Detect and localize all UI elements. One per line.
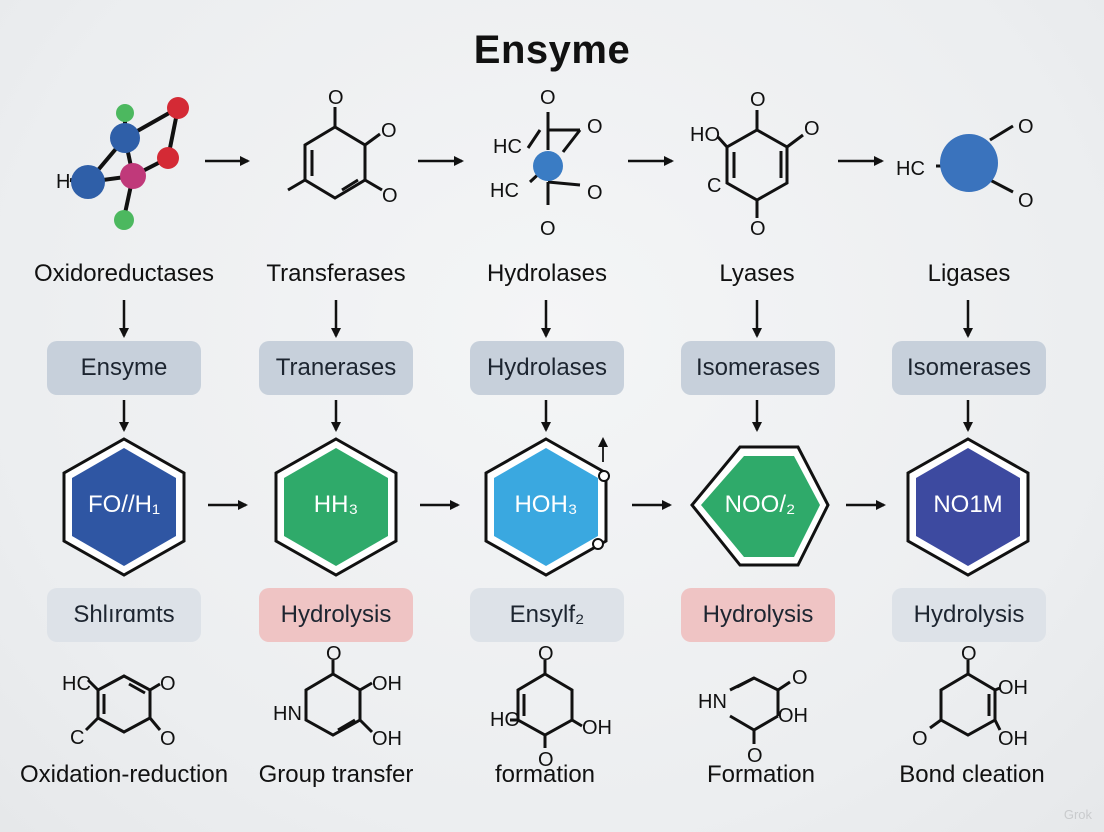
reaction-label-3: formation: [494, 761, 596, 788]
reaction-label-5: Bond cleation: [899, 761, 1045, 788]
atom-label: O: [587, 116, 603, 138]
class-label-lyases: Lyases: [719, 260, 795, 287]
sub-tag-5: Hydrolysis: [892, 588, 1046, 642]
bottom-molecule-3: O HO OH O: [490, 643, 612, 771]
atom-label: O: [750, 89, 766, 111]
atom-label: O: [1018, 116, 1034, 138]
hexagon-2-fill: [284, 448, 388, 566]
atom-label: HC: [62, 673, 91, 695]
atom-label: O: [961, 643, 977, 665]
class-label-oxidoreductases: Oxidoreductases: [33, 260, 215, 287]
atom-label: O: [328, 87, 344, 109]
atom-label: O: [587, 182, 603, 204]
down-arrows-2: [119, 400, 973, 432]
molecule-hydrolases: O HC O HC O O: [490, 87, 603, 240]
atom-label: HC: [896, 158, 925, 180]
atom-label: OH: [582, 717, 612, 739]
atom-label: O: [912, 728, 928, 750]
hexagon-row: [62, 437, 1030, 577]
atom-label: OH: [372, 673, 402, 695]
atom-label: HC: [493, 136, 522, 158]
diagram-title: Ensyme: [473, 28, 631, 72]
atom-label: HN: [698, 691, 727, 713]
watermark: Grok: [1063, 807, 1092, 822]
hexagon-3-fill: [494, 448, 598, 566]
sub-tag-1: Shlırɑmts: [47, 588, 201, 642]
atom-label: HN: [273, 703, 302, 725]
molecule-lyases: HO O O C O: [690, 89, 820, 240]
atom-label: H: [56, 171, 70, 193]
atom-label: C: [70, 727, 84, 749]
molecule-ligases: O HC O: [896, 116, 1034, 212]
atom-label: O: [326, 643, 342, 665]
atom-label: OH: [372, 728, 402, 750]
atom-label: O: [540, 87, 556, 109]
atom-label: O: [792, 667, 808, 689]
atom-label: O: [540, 218, 556, 240]
atom-label: O: [747, 745, 763, 767]
class-label-ligases: Ligases: [927, 260, 1011, 287]
hexagon-label-4: NOO/₂: [724, 491, 796, 518]
hexagon-4-fill: [701, 456, 820, 557]
hexagon-5-fill: [916, 448, 1020, 566]
molecule-oxidoreductases: H: [56, 97, 189, 230]
atom-label: O: [382, 185, 398, 207]
atom-label: O: [160, 673, 176, 695]
tag-4: Isomerases: [681, 341, 835, 395]
sub-tag-4: Hydrolysis: [681, 588, 835, 642]
reaction-label-4: Formation: [706, 761, 816, 788]
tag-1: Ensyme: [47, 341, 201, 395]
reaction-label-1: Oxidation-reduction: [19, 761, 229, 788]
hexagon-label-3: HOH₃: [514, 491, 578, 518]
sub-tag-2: Hydrolysis: [259, 588, 413, 642]
bottom-molecule-5: O OH O OH: [912, 643, 1028, 750]
hexagon-1-fill: [72, 448, 176, 566]
atom-label: HC: [490, 180, 519, 202]
hexagon-label-2: HH₃: [313, 491, 359, 518]
reaction-label-2: Group transfer: [258, 761, 414, 788]
atom-label: O: [1018, 190, 1034, 212]
atom-label: HO: [490, 709, 520, 731]
atom-label: HO: [690, 124, 720, 146]
atom-label: OH: [998, 677, 1028, 699]
atom-label: OH: [778, 705, 808, 727]
down-arrows-1: [119, 300, 973, 338]
atom-label: O: [538, 643, 554, 665]
sub-tag-3: Ensylf₂: [470, 588, 624, 642]
class-label-hydrolases: Hydrolases: [486, 260, 608, 287]
tag-2: Tranerases: [259, 341, 413, 395]
tag-3: Hydrolases: [470, 341, 624, 395]
atom-label: C: [707, 175, 721, 197]
hexagon-label-1: FO//H₁: [87, 491, 161, 518]
bottom-molecule-1: HC O C O: [62, 673, 176, 750]
atom-label: OH: [998, 728, 1028, 750]
atom-label: O: [538, 749, 554, 771]
atom-label: O: [381, 120, 397, 142]
molecule-transferases: O O O: [287, 87, 398, 207]
atom-label: O: [750, 218, 766, 240]
atom-label: O: [804, 118, 820, 140]
atom-label: O: [160, 728, 176, 750]
hexagon-label-5: NO1M: [933, 491, 1003, 518]
class-label-transferases: Transferases: [266, 260, 406, 287]
bottom-molecule-4: HN O OH O: [698, 667, 808, 767]
bottom-molecule-2: O OH HN OH: [273, 643, 402, 750]
tag-5: Isomerases: [892, 341, 1046, 395]
